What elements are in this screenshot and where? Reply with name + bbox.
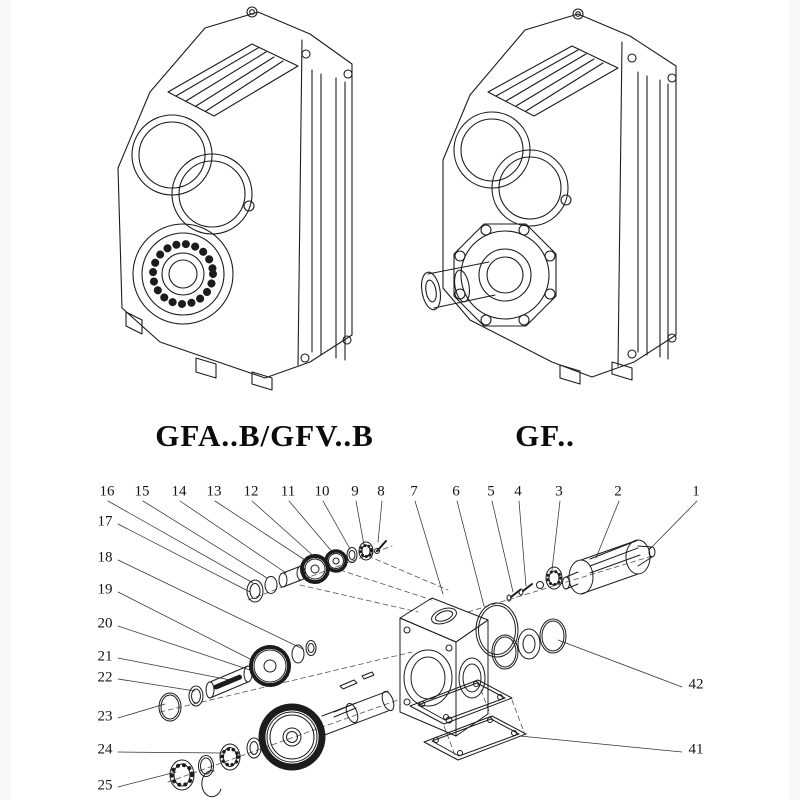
part-input-shaft-set: [246, 540, 387, 603]
leader-lines: [107, 500, 698, 788]
callout-14: 14: [171, 483, 187, 500]
callout-20: 20: [97, 615, 113, 632]
callout-16: 16: [99, 483, 115, 500]
callout-24: 24: [97, 741, 113, 758]
callout-6: 6: [452, 483, 460, 500]
gearbox-left-drawing: [117, 6, 353, 391]
callout-23: 23: [97, 708, 113, 725]
callout-41: 41: [688, 741, 704, 758]
part-gasket-and-bolts: [475, 566, 563, 658]
callout-18: 18: [97, 549, 113, 566]
callout-4: 4: [514, 483, 522, 500]
callout-15: 15: [134, 483, 150, 500]
exploded-diagram: [107, 500, 698, 798]
callout-22: 22: [97, 669, 113, 686]
callout-8: 8: [377, 483, 385, 500]
callout-17: 17: [97, 513, 113, 530]
callout-7: 7: [410, 483, 418, 500]
part-gearcase-housing: [399, 597, 489, 737]
assembly-axis-lines: [159, 545, 653, 783]
callout-25: 25: [97, 777, 113, 794]
part-input-adapter-unit: [562, 539, 656, 595]
gearbox-right-drawing: [420, 8, 677, 385]
model-label-right: GF..: [515, 418, 575, 453]
part-seal-ring-set: [491, 618, 567, 670]
callout-11: 11: [280, 483, 296, 500]
callout-9: 9: [351, 483, 359, 500]
part-intermediate-shaft-set: [158, 640, 317, 722]
callout-19: 19: [97, 581, 113, 598]
callout-5: 5: [487, 483, 495, 500]
callout-21: 21: [97, 648, 113, 665]
callout-10: 10: [314, 483, 330, 500]
callout-2: 2: [614, 483, 622, 500]
callout-12: 12: [243, 483, 259, 500]
part-output-shaft-set: [169, 671, 395, 798]
callout-42: 42: [688, 676, 704, 693]
callout-3: 3: [555, 483, 563, 500]
callout-13: 13: [206, 483, 222, 500]
callout-1: 1: [692, 483, 700, 500]
model-label-left: GFA..B/GFV..B: [155, 418, 374, 453]
part-cover-plates: [409, 679, 527, 761]
